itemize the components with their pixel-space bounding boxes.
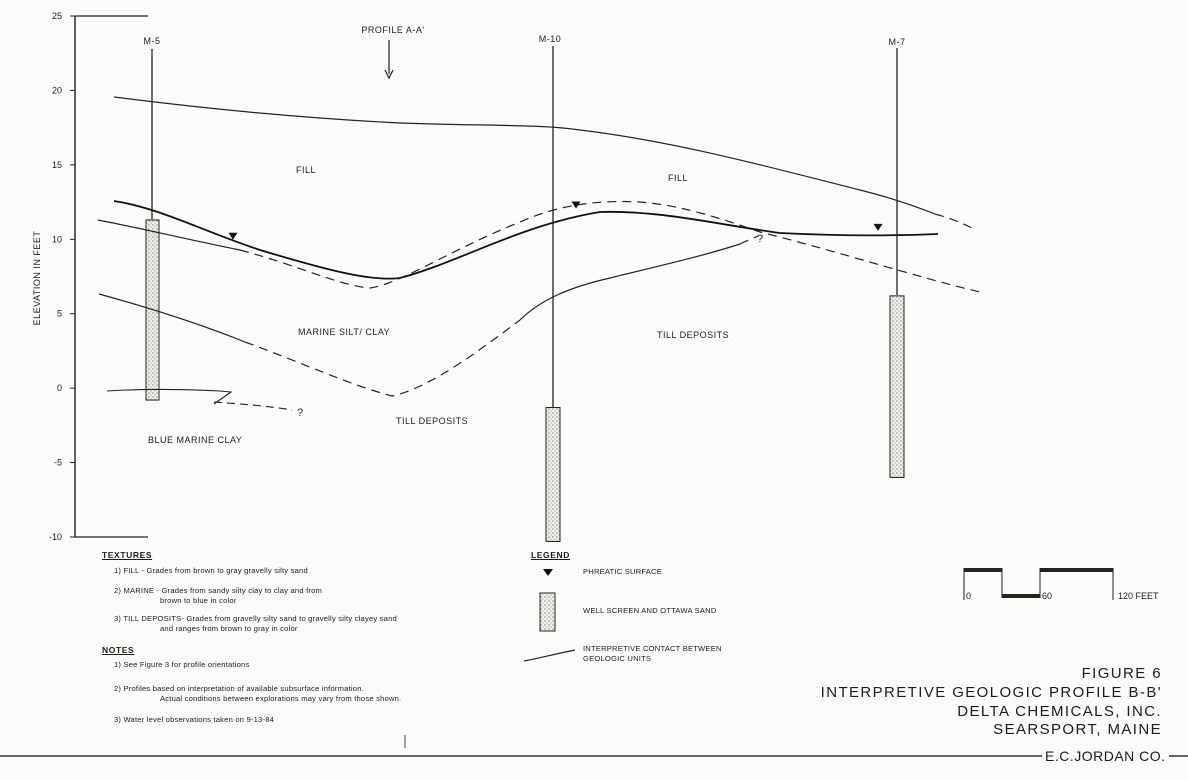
blue-clay-contact — [106, 388, 233, 405]
y-axis-label: ELEVATION IN FEET — [32, 231, 42, 326]
site-location: SEARSPORT, MAINE — [993, 721, 1162, 739]
well-m7: M-7 — [889, 37, 906, 478]
texture-item-marine: 2) MARINE - Grades from sandy silty clay… — [114, 586, 323, 605]
textures-heading: TEXTURES — [102, 550, 153, 560]
unit-label-fill-east: FILL — [668, 173, 688, 183]
note-item-2: 2) Profiles based on interpretation of a… — [114, 684, 402, 703]
water-level-marker — [873, 223, 883, 231]
legend-well-screen-symbol — [539, 592, 556, 632]
legend-heading: LEGEND — [531, 550, 571, 560]
ground-surface-contact-inferred — [934, 213, 973, 229]
title-block: FIGURE 6 INTERPRETIVE GEOLOGIC PROFILE B… — [821, 665, 1162, 740]
water-level-marker — [571, 201, 581, 209]
well-m10-screen — [545, 406, 561, 542]
legend-contact-symbol — [523, 649, 576, 662]
well-m7-label: M-7 — [889, 37, 906, 47]
figure-number: FIGURE 6 — [1081, 665, 1162, 682]
legend-item-phreatic: PHREATIC SURFACE — [583, 567, 663, 576]
unit-label-till-center: TILL DEPOSITS — [396, 416, 468, 426]
y-axis-ticks: 25 20 15 10 5 0 -5 -10 — [49, 11, 75, 542]
firm-name: E.C.JORDAN CO. — [1042, 748, 1169, 764]
texture-item-till: 3) TILL DEPOSITS- Grades from gravelly s… — [114, 614, 397, 633]
note-item-3: 3) Water level observations taken on 9-1… — [114, 715, 275, 724]
y-tick-label: 25 — [52, 11, 62, 21]
water-level-markers — [228, 201, 883, 240]
y-tick-label: 0 — [57, 383, 62, 393]
company-name: DELTA CHEMICALS, INC. — [957, 702, 1162, 720]
y-tick-label: -10 — [49, 532, 62, 542]
y-tick-label: 5 — [57, 309, 62, 319]
scale-tick-60: 60 — [1042, 591, 1052, 601]
notes-heading: NOTES — [102, 645, 135, 655]
well-m10-label: M-10 — [539, 34, 562, 44]
marine-top-contact-inferred — [239, 200, 981, 293]
unit-label-fill-west: FILL — [296, 165, 316, 175]
y-tick-label: 15 — [52, 160, 62, 170]
legend-item-well-screen: WELL SCREEN AND OTTAWA SAND — [583, 606, 717, 615]
blue-clay-contact-inferred — [213, 401, 293, 411]
phreatic-surface-line — [113, 200, 939, 280]
scale-tick-0: 0 — [966, 591, 971, 601]
profile-a-a-arrow-head — [384, 69, 394, 80]
till-top-contact-inferred-east — [739, 235, 759, 245]
query-mark-west: ? — [297, 407, 303, 419]
unit-label-marine: MARINE SILT/ CLAY — [298, 327, 390, 337]
scale-tick-120: 120 FEET — [1118, 591, 1159, 601]
water-level-marker — [228, 232, 238, 240]
y-tick-label: 20 — [52, 85, 62, 95]
y-tick-label: 10 — [52, 234, 62, 244]
note-item-1: 1) See Figure 3 for profile orientations — [114, 660, 250, 669]
unit-label-blue-clay: BLUE MARINE CLAY — [148, 435, 242, 445]
unit-label-till-east: TILL DEPOSITS — [657, 330, 729, 340]
well-m5-label: M-5 — [144, 36, 161, 46]
query-mark-east: ? — [757, 233, 763, 245]
legend-phreatic-symbol — [543, 569, 553, 576]
figure-title: INTERPRETIVE GEOLOGIC PROFILE B-B' — [820, 683, 1162, 701]
well-m7-screen — [889, 295, 905, 478]
till-top-contact-inferred — [244, 319, 521, 397]
scale-bar — [963, 568, 1114, 600]
till-top-contact-solid — [519, 243, 741, 321]
texture-item-fill: 1) FILL - Grades from brown to gray grav… — [114, 566, 308, 575]
profile-a-a-label: PROFILE A-A' — [361, 25, 424, 35]
ground-surface-contact — [113, 96, 936, 215]
marine-top-contact — [97, 219, 241, 251]
well-m10: M-10 — [539, 34, 562, 542]
till-top-contact — [98, 293, 246, 343]
y-tick-label: -5 — [54, 458, 62, 468]
well-m5: M-5 — [144, 36, 161, 401]
